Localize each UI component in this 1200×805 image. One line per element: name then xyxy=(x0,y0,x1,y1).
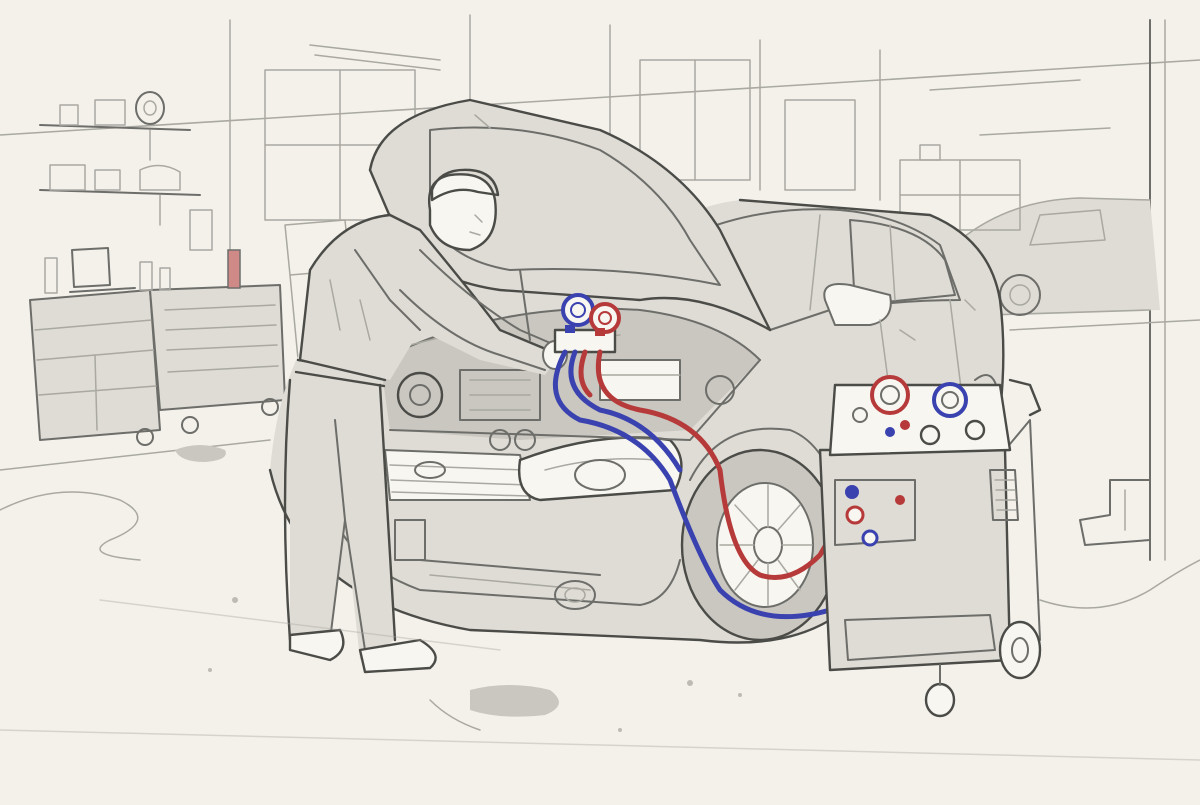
garage-structure xyxy=(0,14,1200,561)
ac-recovery-machine xyxy=(818,375,1200,718)
technician xyxy=(283,168,568,674)
lift-post xyxy=(1079,479,1151,546)
wall-shelves xyxy=(39,91,213,251)
background-cabinet xyxy=(899,144,1021,231)
tool-cart xyxy=(29,247,286,446)
floor-details xyxy=(0,445,1200,761)
manifold-gauge-set xyxy=(553,293,621,354)
